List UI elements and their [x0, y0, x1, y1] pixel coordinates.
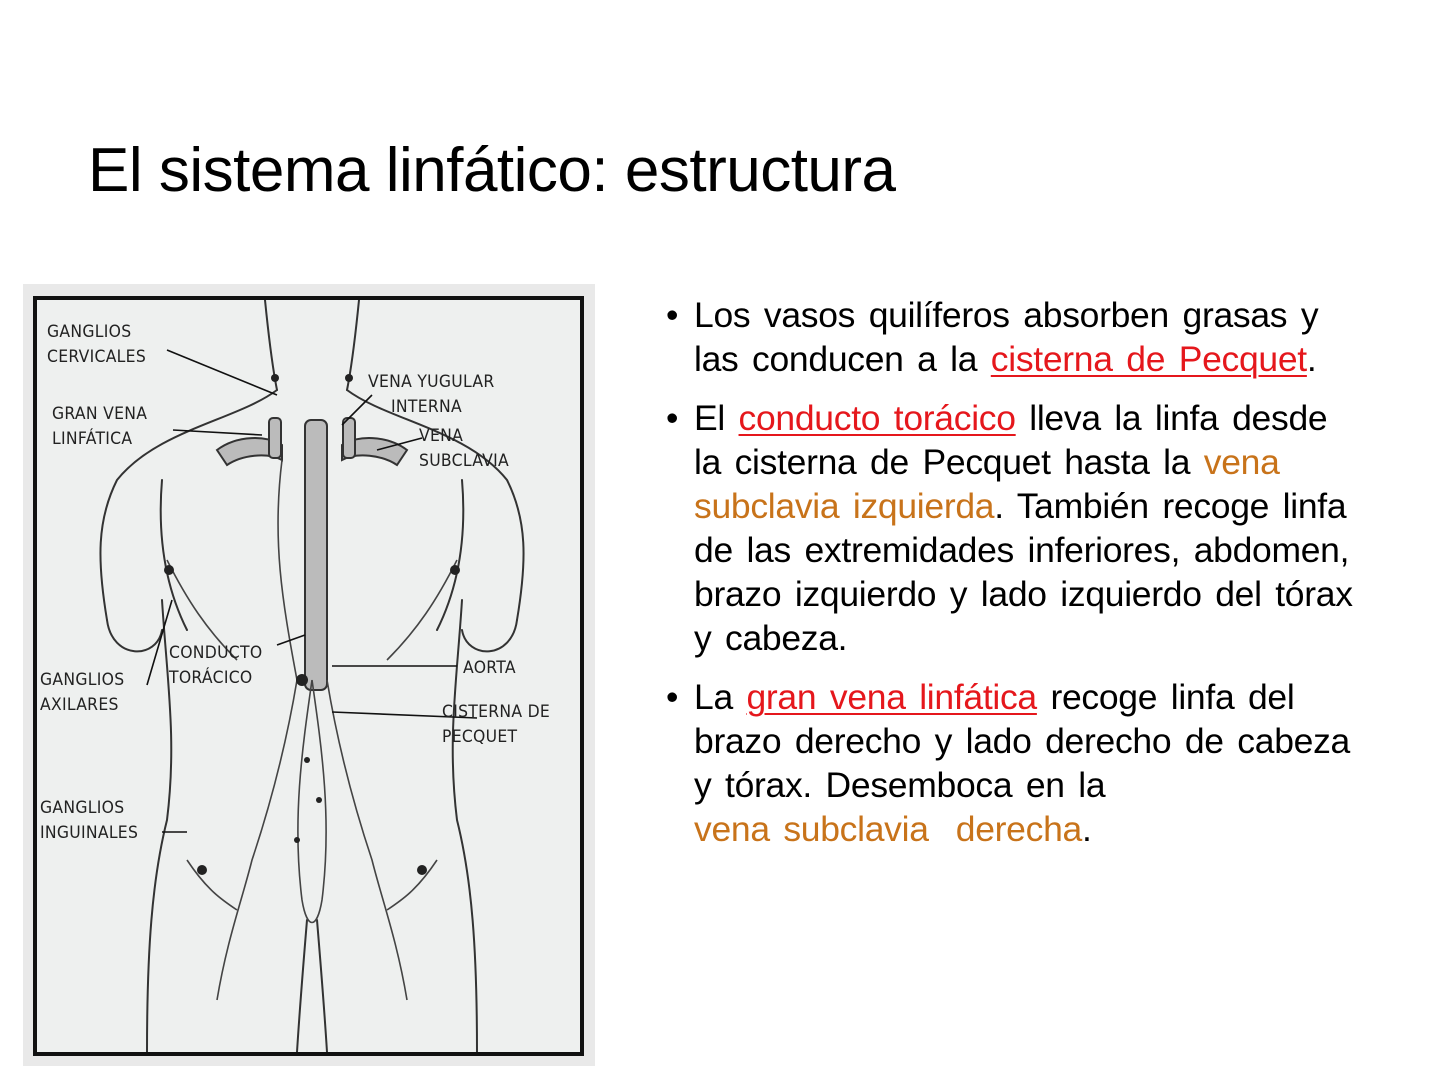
- bullet-text: . También recoge linfa de las extremidad…: [694, 486, 1353, 658]
- label-gran-vena-linfatica: GRAN VENA: [52, 404, 148, 424]
- label-ganglios-axilares: AXILARES: [40, 695, 119, 715]
- label-conducto-toracico: TORÁCICO: [169, 668, 253, 688]
- label-cisterna-de-pecquet: CISTERNA DE: [442, 702, 551, 722]
- label-vena-subclavia: SUBCLAVIA: [419, 451, 510, 471]
- label-cisterna-de-pecquet: PECQUET: [442, 727, 518, 747]
- bullet-item-quiliferos: • Los vasos quilíferos absorben grasas y…: [666, 293, 1366, 381]
- label-ganglios-inguinales: INGUINALES: [40, 823, 139, 843]
- highlight-vena-subclavia-izquierda: vena subclavia izquierda: [694, 442, 1280, 526]
- bullet-text: La: [694, 677, 747, 717]
- bullet-text: El: [694, 398, 739, 438]
- bullet-list: • Los vasos quilíferos absorben grasas y…: [666, 293, 1366, 866]
- bullet-icon: •: [666, 295, 679, 335]
- label-ganglios-inguinales: GANGLIOS: [40, 798, 125, 818]
- label-conducto-toracico: CONDUCTO: [169, 643, 263, 663]
- bullet-item-conducto-toracico: • El conducto torácico lleva la linfa de…: [666, 396, 1366, 660]
- label-aorta: AORTA: [463, 658, 516, 678]
- bullet-item-gran-vena-linfatica: • La gran vena linfática recoge linfa de…: [666, 675, 1366, 851]
- bullet-text: .: [1306, 339, 1317, 379]
- label-vena-yugular-interna: INTERNA: [391, 397, 462, 417]
- body-outline-illustration: [99, 300, 525, 1052]
- link-conducto-toracico[interactable]: conducto torácico: [738, 398, 1016, 438]
- lymphatic-system-diagram: GANGLIOS CERVICALES GRAN VENA LINFÁTICA …: [23, 284, 595, 1066]
- bullet-icon: •: [666, 677, 679, 717]
- bullet-text: .: [1081, 809, 1092, 849]
- bullet-text: lleva la linfa desde la cisterna de Pecq…: [694, 398, 1328, 482]
- label-vena-subclavia: VENA: [419, 426, 464, 446]
- label-ganglios-cervicales: GANGLIOS: [47, 322, 132, 342]
- bullet-text: Los vasos quilíferos absorben grasas y l…: [694, 295, 1319, 379]
- highlight-vena-subclavia-derecha: vena subclavia derecha: [694, 809, 1082, 849]
- label-vena-yugular-interna: VENA YUGULAR: [368, 372, 495, 392]
- label-ganglios-cervicales: CERVICALES: [47, 347, 147, 367]
- label-gran-vena-linfatica: LINFÁTICA: [52, 429, 133, 449]
- bullet-text: recoge linfa del brazo derecho y lado de…: [694, 677, 1350, 805]
- link-gran-vena-linfatica[interactable]: gran vena linfática: [746, 677, 1037, 717]
- diagram-canvas: GANGLIOS CERVICALES GRAN VENA LINFÁTICA …: [33, 296, 584, 1056]
- label-ganglios-axilares: GANGLIOS: [40, 670, 125, 690]
- bullet-icon: •: [666, 398, 679, 438]
- slide-title: El sistema linfático: estructura: [88, 136, 896, 205]
- link-cisterna-de-pecquet[interactable]: cisterna de Pecquet: [990, 339, 1307, 379]
